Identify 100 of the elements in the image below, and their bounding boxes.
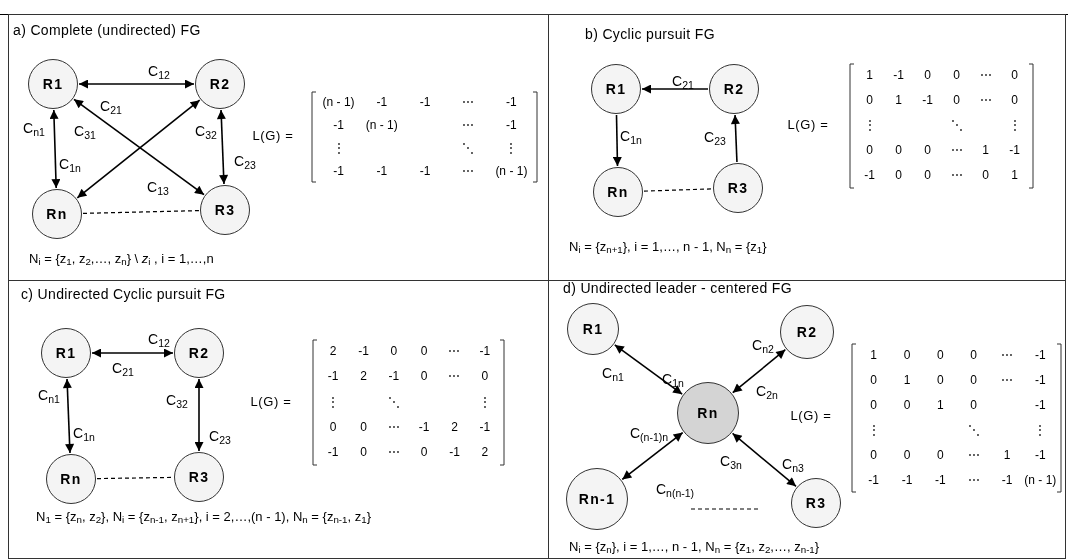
weight-label: C$_{13}$	[147, 180, 169, 194]
robot-name: R2	[723, 82, 745, 96]
matrix-entry: -1	[326, 446, 340, 459]
robot-name: Rn	[697, 406, 719, 420]
matrix-entry: 0	[389, 344, 399, 357]
matrix-entry: 0	[419, 446, 429, 459]
matrix-entry: -1	[478, 344, 492, 357]
panel-title: c) Undirected Cyclic pursuit FG	[21, 287, 226, 301]
matrix-entry: 0	[359, 420, 368, 433]
matrix-entry: 0	[894, 169, 903, 182]
matrix-entry: -1	[1034, 398, 1047, 411]
weight-label: C$_{32}$	[195, 124, 217, 138]
robot-node	[28, 59, 78, 109]
matrix-entry: ⋮	[326, 395, 341, 408]
matrix-entry: -1	[1034, 448, 1047, 461]
dashed-link	[643, 188, 713, 192]
matrix-entry: ⋯	[461, 95, 476, 108]
matrix-entry: ⋯	[1000, 348, 1014, 361]
matrix-entry: 0	[480, 370, 490, 383]
matrix-entry: 0	[935, 448, 945, 461]
matrix-entry: -1	[418, 95, 432, 108]
matrix-entry: 1	[902, 373, 912, 386]
matrix-entry: -1	[505, 95, 518, 108]
matrix-entry: ⋯	[966, 473, 981, 486]
robot-name: R2	[209, 77, 231, 91]
matrix-entry: -1	[934, 473, 947, 486]
matrix-entry: ⋯	[386, 420, 401, 433]
matrix-entry: 1	[981, 144, 990, 157]
robot-name: R2	[796, 325, 818, 339]
robot-name: R3	[727, 181, 749, 195]
matrix-entry: ⋯	[447, 370, 462, 383]
panel-title: a) Complete (undirected) FG	[13, 23, 201, 37]
matrix-entry: ⋮	[1007, 119, 1022, 131]
robot-name: R1	[582, 322, 604, 336]
matrix-entry: 0	[419, 344, 429, 357]
matrix-entry: 0	[969, 373, 978, 386]
matrix-entry: ⋯	[949, 169, 964, 182]
weight-label: C$_{21}$	[672, 74, 694, 88]
matrix-entry: ⋮	[866, 423, 881, 436]
matrix-entry: 1	[865, 68, 874, 81]
weight-label: C$_{n2}$	[752, 338, 774, 352]
weight-label: C$_{n1}$	[602, 366, 624, 380]
robot-node	[713, 163, 763, 213]
matrix-entry: 0	[902, 348, 912, 361]
matrix-entry: -1	[332, 164, 345, 177]
matrix-entry: -1	[505, 118, 518, 131]
neighbor-set-formula: N$_{i}$ = {z$_{n+1}$}, i = 1,…, n - 1, N$_{n}$ = {z$_{1}$}	[569, 238, 768, 256]
weight-label: C$_{2n}$	[756, 384, 778, 398]
robot-name: Rn	[607, 185, 629, 199]
matrix-entry: 2	[328, 344, 338, 357]
matrix-entry: 0	[902, 448, 912, 461]
matrix-entry: 0	[359, 446, 368, 459]
matrix-entry: 0	[923, 169, 932, 182]
robot-node	[174, 328, 224, 378]
matrix-entry: 1	[869, 348, 878, 361]
matrix-entry: -1	[892, 68, 905, 81]
matrix-entry: ⋱	[386, 395, 401, 408]
matrix-entry: -1	[478, 420, 492, 433]
matrix-entry: -1	[863, 169, 876, 182]
matrix-entry: 2	[480, 446, 490, 459]
matrix-entry: ⋯	[1000, 373, 1014, 386]
matrix-entry: 1	[1010, 169, 1019, 182]
matrix-entry: 1	[894, 93, 903, 106]
arrow	[216, 109, 229, 185]
matrix-entry: ⋮	[331, 141, 346, 154]
matrix-entry: 0	[865, 144, 874, 157]
matrix-entry: -1	[921, 93, 934, 106]
robot-name: R2	[188, 346, 210, 360]
panel	[548, 14, 1066, 281]
matrix-entry: -1	[1034, 348, 1047, 361]
weight-label: C$_{n3}$	[782, 457, 804, 471]
panel	[8, 280, 549, 559]
matrix-entry: -1	[357, 344, 370, 357]
matrix-entry: ⋮	[477, 395, 492, 408]
matrix-entry: ⋯	[386, 446, 401, 459]
weight-label: C$_{23}$	[704, 130, 726, 144]
robot-node	[593, 167, 643, 217]
panel-title: d) Undirected leader - centered FG	[563, 281, 792, 295]
matrix-entry: ⋮	[862, 119, 877, 131]
matrix-entry: (n - 1)	[321, 95, 356, 108]
robot-node	[200, 185, 250, 235]
robot-node	[195, 59, 245, 109]
matrix-entry: -1	[387, 370, 401, 383]
matrix-name: L(G) =	[790, 408, 832, 422]
matrix-entry: 1	[935, 398, 945, 411]
matrix-entry: ⋱	[461, 141, 476, 154]
matrix-entry: (n - 1)	[494, 164, 529, 177]
weight-label: C$_{1n}$	[620, 129, 642, 143]
weight-label: C$_{21}$	[112, 361, 134, 375]
matrix-entry: -1	[1008, 144, 1021, 157]
robot-node	[780, 305, 834, 359]
robot-node	[41, 328, 91, 378]
arrow	[731, 348, 787, 394]
matrix-entry: 0	[952, 68, 961, 81]
matrix-entry: -1	[332, 118, 345, 131]
arrow	[730, 114, 740, 163]
matrix-entry: 0	[1010, 93, 1019, 106]
robot-name: R3	[188, 470, 210, 484]
matrix-entry: ⋯	[966, 448, 981, 461]
matrix-entry: 0	[969, 348, 978, 361]
